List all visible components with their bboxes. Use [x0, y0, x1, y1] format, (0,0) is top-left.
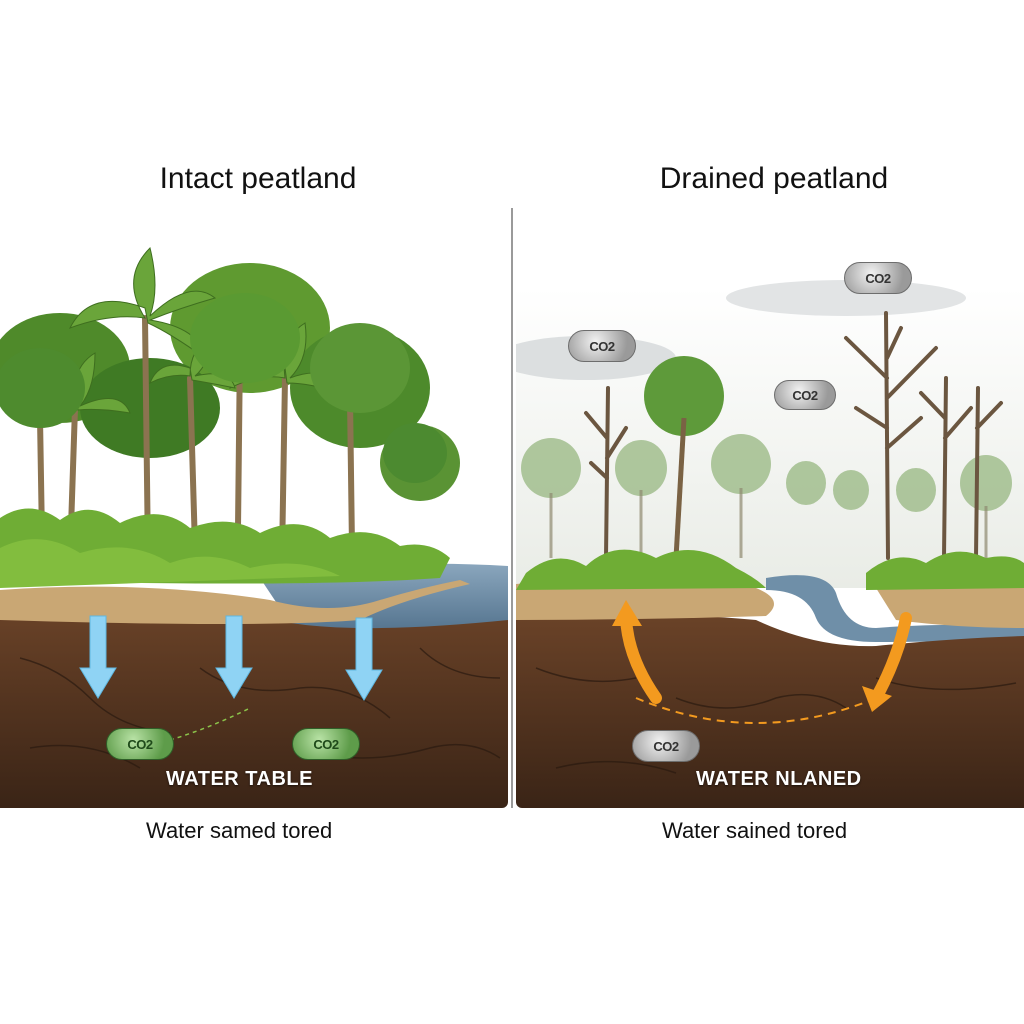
- down-arrow-icon: [345, 617, 383, 701]
- co2-cloud-icon: CO2: [844, 262, 912, 294]
- drained-peatland-illustration: [516, 280, 1024, 808]
- down-arrow-icon: [870, 612, 912, 704]
- dead-tree: [844, 311, 938, 560]
- intact-peatland-illustration: [0, 247, 508, 808]
- co2-cloud-icon: CO2: [774, 380, 836, 410]
- intact-caption: Water samed tored: [146, 818, 333, 843]
- release-dashed-path: [635, 697, 877, 724]
- down-arrow-icon: [79, 615, 117, 699]
- co2-molecule-icon: CO2: [632, 730, 700, 762]
- co2-molecule-icon: CO2: [292, 728, 360, 760]
- dead-tree: [584, 386, 628, 560]
- panel-divider: [511, 208, 513, 808]
- water-table-label: WATER TABLE: [166, 768, 313, 790]
- down-arrow-icon: [215, 615, 253, 699]
- intact-peatland-panel: CO2 CO2 WATER TABLE: [0, 228, 508, 808]
- water-infiltration-arrows: [79, 615, 383, 701]
- co2-molecule-icon: CO2: [106, 728, 174, 760]
- dead-tree: [974, 386, 1003, 560]
- drained-caption: Water sained tored: [662, 818, 848, 843]
- intact-peatland-title: Intact peatland: [159, 162, 357, 195]
- drained-peatland-panel: CO2 CO2 CO2 CO2 WATER NLANED: [516, 228, 1024, 808]
- peat-surface: [0, 580, 470, 624]
- water-drained-label: WATER NLANED: [696, 768, 862, 790]
- dead-tree: [919, 376, 973, 560]
- drained-peatland-title: Drained peatland: [659, 162, 889, 195]
- co2-cloud-icon: CO2: [568, 330, 636, 362]
